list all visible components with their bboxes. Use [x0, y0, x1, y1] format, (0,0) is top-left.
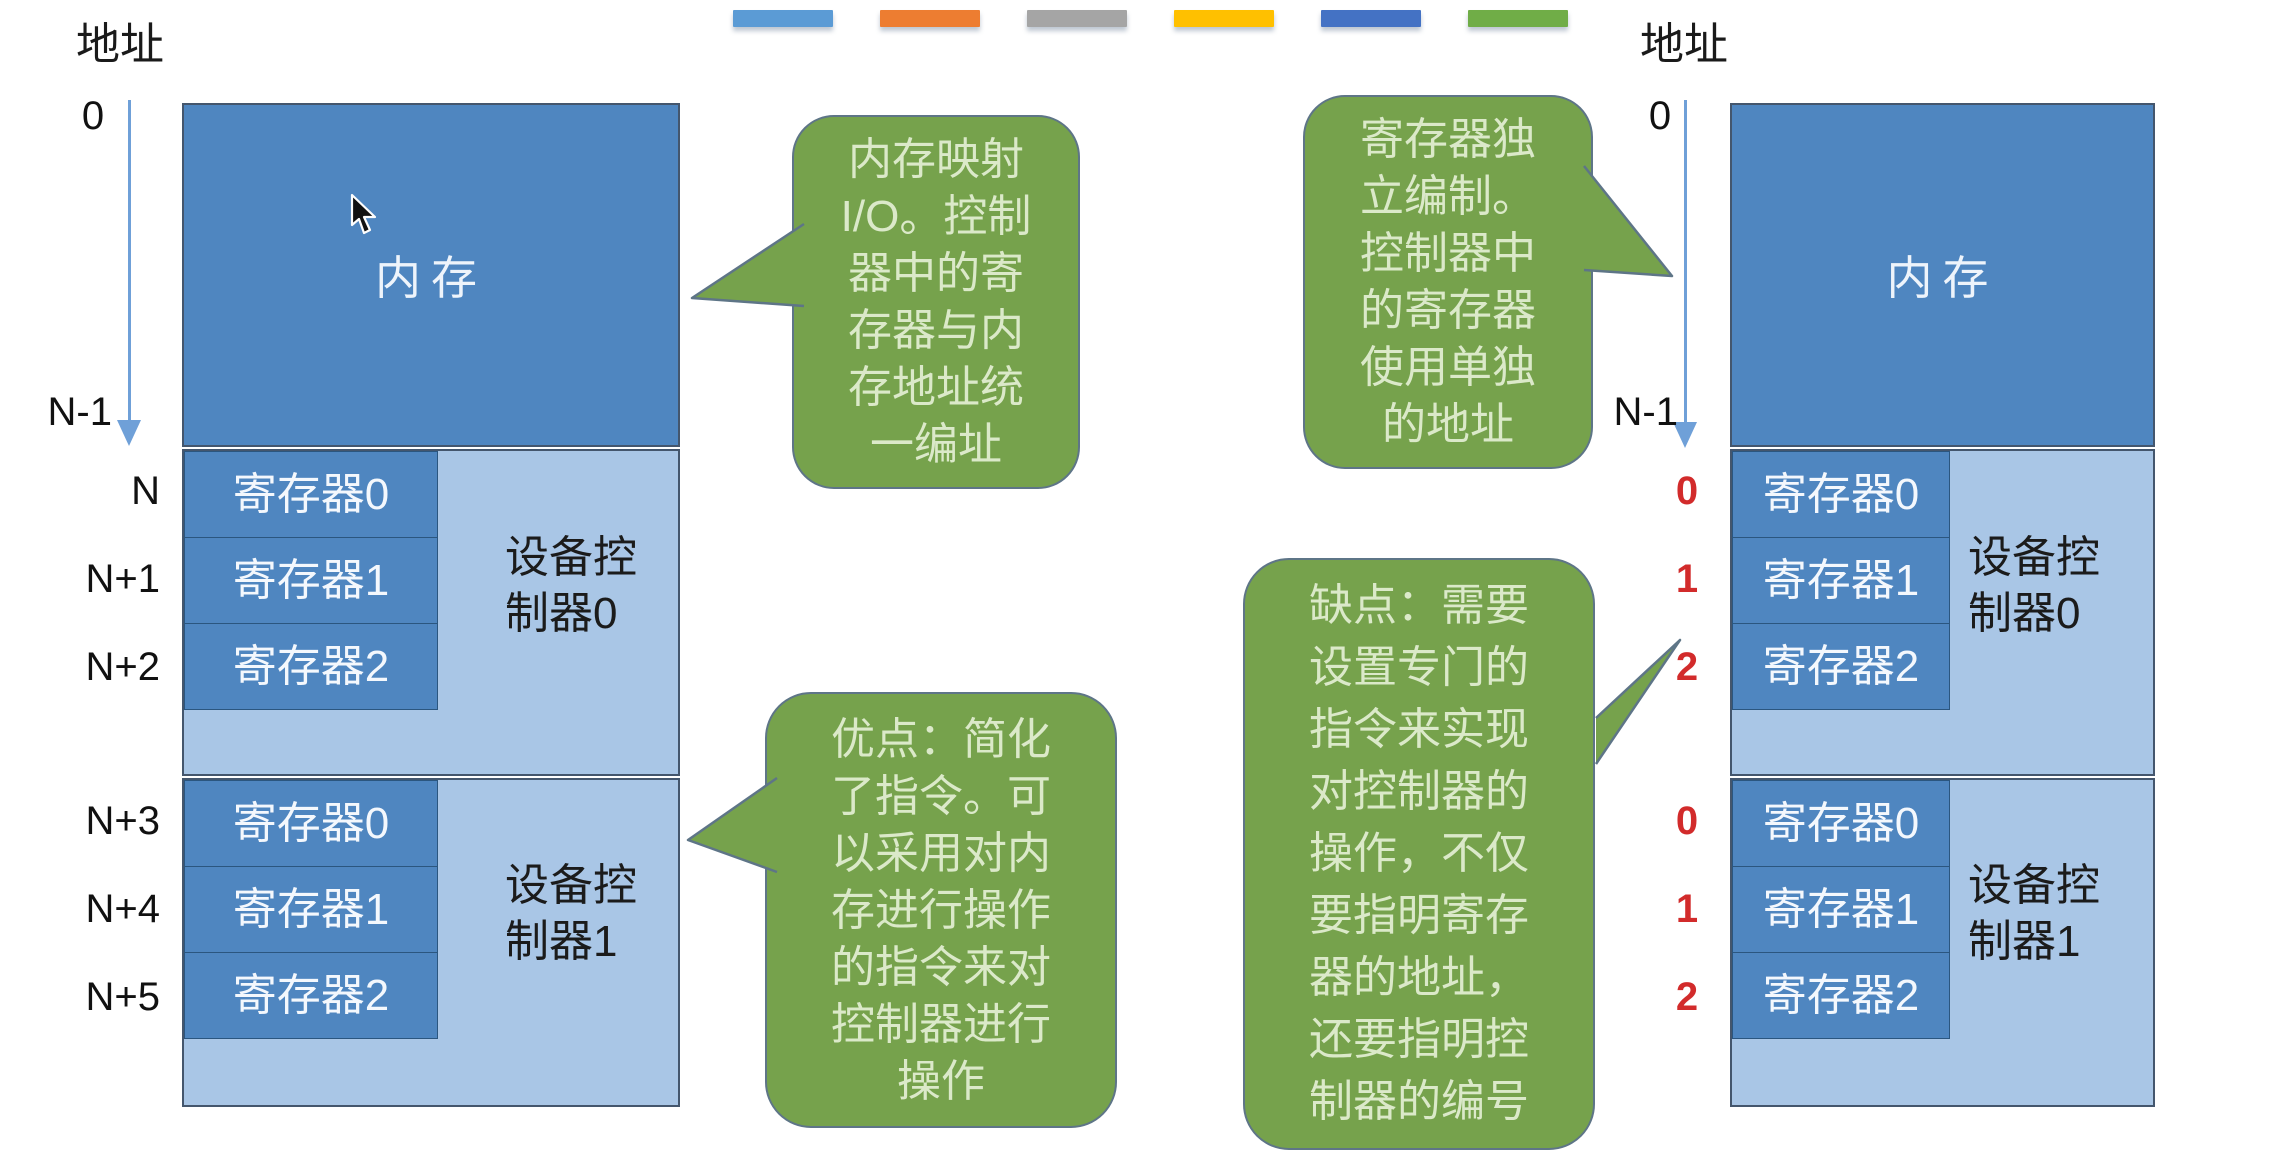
- callout-tail-left-icon: [686, 776, 778, 874]
- right-controller0-box: 寄存器0 寄存器1 寄存器2: [1730, 449, 2155, 776]
- left-address-label-n2: N+2: [85, 645, 161, 689]
- right-controller1-register2: 寄存器2: [1732, 952, 1950, 1039]
- left-memory-label: 内存: [375, 252, 487, 304]
- register-label: 寄存器1: [232, 556, 390, 605]
- register-label: 寄存器0: [232, 470, 390, 519]
- right-address-arrowhead: [1673, 422, 1697, 448]
- right-memory-label: 内存: [1886, 252, 1999, 304]
- legend-segment-5: [1321, 10, 1421, 27]
- left-controller1-box: 寄存器0 寄存器1 寄存器2: [182, 778, 680, 1107]
- left-controller0-register1: 寄存器1: [184, 537, 438, 624]
- left-address-label-n5: N+5: [85, 975, 161, 1019]
- callout-tail-right-icon: [1583, 165, 1674, 278]
- right-controller1-box: 寄存器0 寄存器1 寄存器2: [1730, 778, 2155, 1107]
- right-controller1-register1: 寄存器1: [1732, 866, 1950, 953]
- left-controller0-box: 寄存器0 寄存器1 寄存器2: [182, 449, 680, 776]
- right-controller0-number-2: 2: [1675, 645, 1699, 689]
- right-controller0-register1: 寄存器1: [1732, 537, 1950, 624]
- register-label: 寄存器0: [1762, 799, 1920, 848]
- callout-memory-mapped-io: 内存映射 I/O。控制 器中的寄 存器与内 存地址统 一编址: [792, 115, 1080, 489]
- register-label: 寄存器2: [232, 642, 390, 691]
- callout-tail-upright-icon: [1594, 638, 1682, 765]
- left-controller1-label: 设备控 制器1: [505, 861, 637, 966]
- right-axis-top-label: 0: [1648, 94, 1672, 138]
- register-label: 寄存器0: [232, 799, 390, 848]
- mouse-cursor-icon: [350, 193, 377, 235]
- left-axis-bottom-label: N-1: [47, 390, 112, 434]
- right-controller0-register2: 寄存器2: [1732, 623, 1950, 710]
- left-controller0-label: 设备控 制器0: [505, 533, 637, 638]
- legend-segment-4: [1174, 10, 1274, 27]
- right-controller0-register0: 寄存器0: [1732, 451, 1950, 538]
- right-axis-bottom-label: N-1: [1613, 390, 1678, 434]
- legend-segment-6: [1468, 10, 1568, 27]
- callout-separate-addressing: 寄存器独 立编制。 控制器中 的寄存器 使用单独 的地址: [1303, 95, 1593, 469]
- register-label: 寄存器2: [1762, 642, 1920, 691]
- left-axis-top-label: 0: [81, 94, 105, 138]
- callout-advantage: 优点：简化 了指令。可 以采用对内 存进行操作 的指令来对 控制器进行 操作: [765, 692, 1117, 1128]
- right-controller1-number-1: 1: [1675, 887, 1699, 931]
- callout-disadvantage: 缺点：需要 设置专门的 指令来实现 对控制器的 操作，不仅 要指明寄存 器的地址…: [1243, 558, 1595, 1150]
- left-address-label-n4: N+4: [85, 887, 161, 931]
- register-label: 寄存器1: [232, 885, 390, 934]
- right-controller0-label: 设备控 制器0: [1968, 533, 2100, 638]
- right-memory-box: 内存: [1730, 103, 2155, 447]
- right-controller1-number-0: 0: [1675, 799, 1699, 843]
- callout-tail-left-icon: [690, 222, 805, 308]
- left-address-label-n: N: [131, 469, 160, 513]
- left-address-arrowhead: [117, 420, 141, 446]
- left-address-label-n1: N+1: [85, 557, 161, 601]
- register-label: 寄存器2: [232, 971, 390, 1020]
- left-address-title: 地址: [76, 20, 164, 69]
- left-address-arrow: [128, 100, 131, 422]
- right-controller1-number-2: 2: [1675, 975, 1699, 1019]
- right-address-arrow: [1684, 100, 1687, 424]
- left-memory-box: 内存: [182, 103, 680, 447]
- left-controller0-register0: 寄存器0: [184, 451, 438, 538]
- right-controller1-register0: 寄存器0: [1732, 780, 1950, 867]
- register-label: 寄存器1: [1762, 885, 1920, 934]
- left-controller1-register0: 寄存器0: [184, 780, 438, 867]
- legend-segment-2: [880, 10, 980, 27]
- right-controller1-label: 设备控 制器1: [1968, 861, 2100, 966]
- left-controller1-register1: 寄存器1: [184, 866, 438, 953]
- register-label: 寄存器1: [1762, 556, 1920, 605]
- left-controller1-register2: 寄存器2: [184, 952, 438, 1039]
- register-label: 寄存器2: [1762, 971, 1920, 1020]
- left-address-label-n3: N+3: [85, 799, 161, 843]
- register-label: 寄存器0: [1762, 470, 1920, 519]
- left-controller0-register2: 寄存器2: [184, 623, 438, 710]
- right-controller0-number-1: 1: [1675, 557, 1699, 601]
- legend-segment-1: [733, 10, 833, 27]
- legend-segment-3: [1027, 10, 1127, 27]
- right-controller0-number-0: 0: [1675, 469, 1699, 513]
- right-address-title: 地址: [1640, 20, 1728, 69]
